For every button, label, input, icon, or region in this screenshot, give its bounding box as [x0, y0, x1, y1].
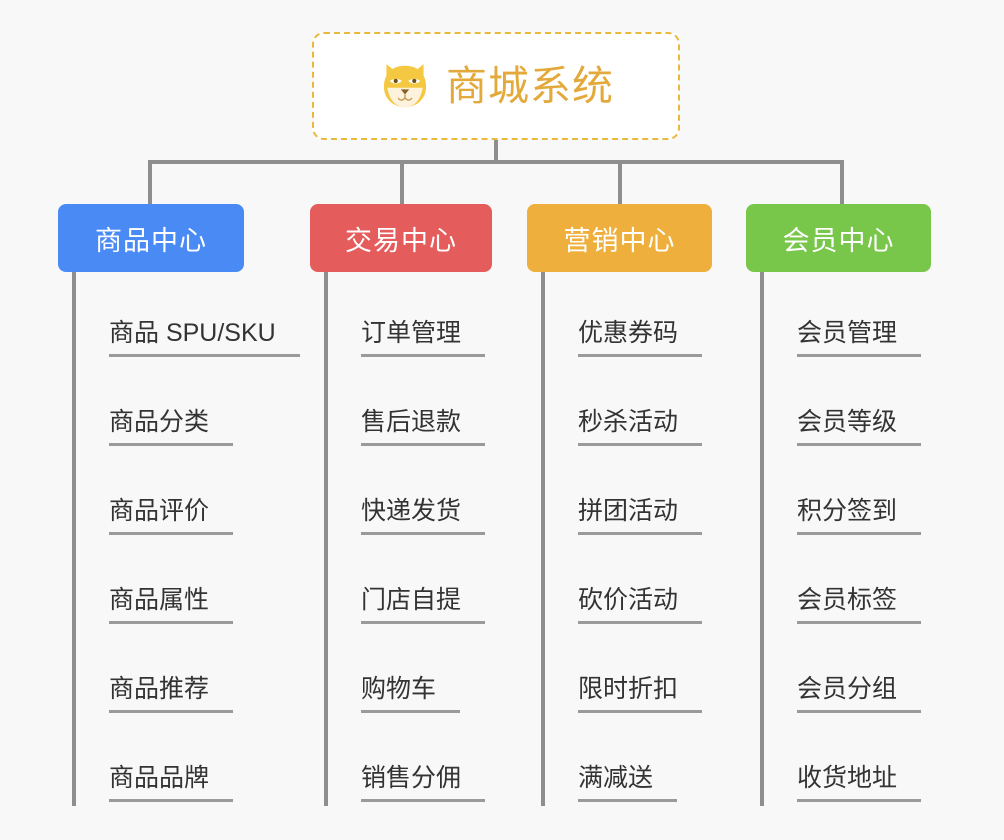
connector-drop-marketing	[618, 160, 622, 206]
leaf-label: 商品推荐	[109, 675, 234, 713]
list-item[interactable]: 会员分组	[779, 628, 931, 717]
connector-horizontal-bus	[148, 160, 844, 164]
leaf-label: 会员标签	[797, 586, 922, 624]
column-trade: 交易中心 订单管理 售后退款 快递发货 门店自提 购物车 销售分佣	[310, 204, 492, 806]
list-item[interactable]: 会员标签	[779, 539, 931, 628]
leaf-label: 限时折扣	[578, 675, 703, 713]
leaf-label: 优惠券码	[578, 319, 703, 357]
list-item[interactable]: 收货地址	[779, 717, 931, 806]
leaf-label: 商品品牌	[109, 764, 234, 802]
category-label: 商品中心	[95, 225, 207, 256]
connector-drop-product	[148, 160, 152, 206]
list-item[interactable]: 满减送	[560, 717, 712, 806]
root-title: 商城系统	[446, 62, 614, 109]
leaf-label: 满减送	[578, 764, 678, 802]
list-item[interactable]: 限时折扣	[560, 628, 712, 717]
leaf-label: 砍价活动	[578, 586, 703, 624]
column-marketing: 营销中心 优惠券码 秒杀活动 拼团活动 砍价活动 限时折扣 满减送	[527, 204, 712, 806]
leaf-list-marketing: 优惠券码 秒杀活动 拼团活动 砍价活动 限时折扣 满减送	[541, 272, 712, 806]
leaf-label: 售后退款	[361, 408, 486, 446]
root-node[interactable]: 商城系统	[312, 32, 680, 140]
leaf-label: 商品分类	[109, 408, 234, 446]
list-item[interactable]: 购物车	[343, 628, 492, 717]
list-item[interactable]: 积分签到	[779, 450, 931, 539]
list-item[interactable]: 快递发货	[343, 450, 492, 539]
leaf-label: 销售分佣	[361, 764, 486, 802]
connector-root-stem	[494, 140, 498, 162]
connector-drop-member	[840, 160, 844, 206]
leaf-label: 快递发货	[361, 497, 486, 535]
leaf-label: 商品 SPU/SKU	[109, 319, 300, 357]
list-item[interactable]: 商品评价	[91, 450, 244, 539]
leaf-list-product: 商品 SPU/SKU 商品分类 商品评价 商品属性 商品推荐 商品品牌	[72, 272, 300, 806]
list-item[interactable]: 销售分佣	[343, 717, 492, 806]
leaf-label: 会员分组	[797, 675, 922, 713]
leaf-label: 会员管理	[797, 319, 922, 357]
dog-face-icon	[383, 64, 427, 108]
list-item[interactable]: 砍价活动	[560, 539, 712, 628]
category-label: 营销中心	[563, 225, 676, 256]
leaf-label: 会员等级	[797, 408, 922, 446]
category-header-product[interactable]: 商品中心	[58, 204, 244, 272]
leaf-label: 购物车	[361, 675, 461, 713]
list-item[interactable]: 拼团活动	[560, 450, 712, 539]
column-member: 会员中心 会员管理 会员等级 积分签到 会员标签 会员分组 收货地址	[746, 204, 931, 806]
list-item[interactable]: 优惠券码	[560, 272, 712, 361]
category-header-member[interactable]: 会员中心	[746, 204, 931, 272]
category-label: 会员中心	[782, 225, 895, 256]
leaf-list-member: 会员管理 会员等级 积分签到 会员标签 会员分组 收货地址	[760, 272, 931, 806]
column-product: 商品中心 商品 SPU/SKU 商品分类 商品评价 商品属性 商品推荐 商品品牌	[58, 204, 300, 806]
category-label: 交易中心	[345, 225, 457, 256]
list-item[interactable]: 订单管理	[343, 272, 492, 361]
list-item[interactable]: 会员等级	[779, 361, 931, 450]
leaf-label: 拼团活动	[578, 497, 703, 535]
category-header-trade[interactable]: 交易中心	[310, 204, 492, 272]
list-item[interactable]: 秒杀活动	[560, 361, 712, 450]
leaf-label: 商品评价	[109, 497, 234, 535]
list-item[interactable]: 商品推荐	[91, 628, 244, 717]
leaf-label: 秒杀活动	[578, 408, 703, 446]
category-header-marketing[interactable]: 营销中心	[527, 204, 712, 272]
leaf-label: 门店自提	[361, 586, 486, 624]
leaf-label: 积分签到	[797, 497, 922, 535]
leaf-label: 收货地址	[797, 764, 922, 802]
list-item[interactable]: 会员管理	[779, 272, 931, 361]
list-item[interactable]: 商品 SPU/SKU	[91, 272, 300, 361]
list-item[interactable]: 门店自提	[343, 539, 492, 628]
list-item[interactable]: 商品属性	[91, 539, 244, 628]
list-item[interactable]: 商品分类	[91, 361, 244, 450]
leaf-list-trade: 订单管理 售后退款 快递发货 门店自提 购物车 销售分佣	[324, 272, 492, 806]
list-item[interactable]: 商品品牌	[91, 717, 244, 806]
leaf-label: 商品属性	[109, 586, 234, 624]
list-item[interactable]: 售后退款	[343, 361, 492, 450]
leaf-label: 订单管理	[361, 319, 486, 357]
connector-drop-trade	[400, 160, 404, 206]
